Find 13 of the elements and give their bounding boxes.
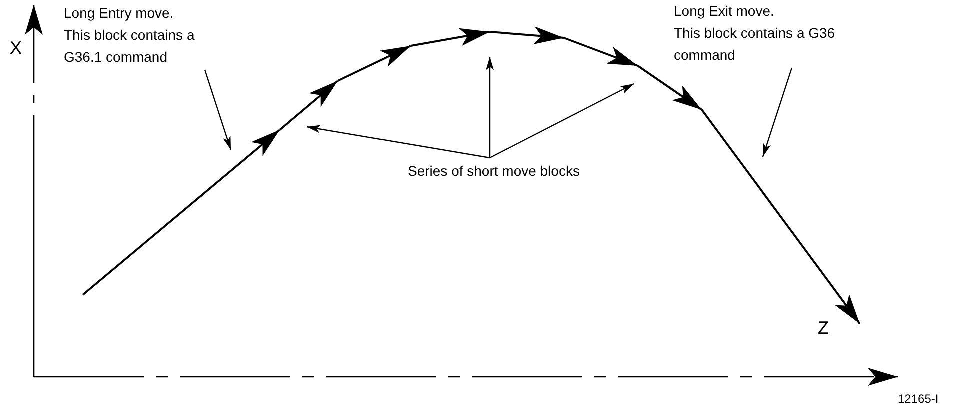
note-text: Long Entry move. xyxy=(64,4,174,23)
note-text: This block contains a G36.1 command xyxy=(64,26,196,67)
leader-arrow xyxy=(490,83,634,159)
note-text: Series of short move blocks xyxy=(408,162,580,181)
note-text: This block contains a G36 command xyxy=(674,24,836,65)
leader-arrow xyxy=(762,68,793,158)
axis-label: X xyxy=(10,38,22,59)
axis-label: Z xyxy=(818,318,829,339)
leader-arrow xyxy=(204,70,232,150)
figure-number: 12165-I xyxy=(898,392,939,406)
note-text: Long Exit move. xyxy=(674,2,774,21)
leader-arrow xyxy=(486,57,494,158)
leader-arrow xyxy=(306,125,490,159)
